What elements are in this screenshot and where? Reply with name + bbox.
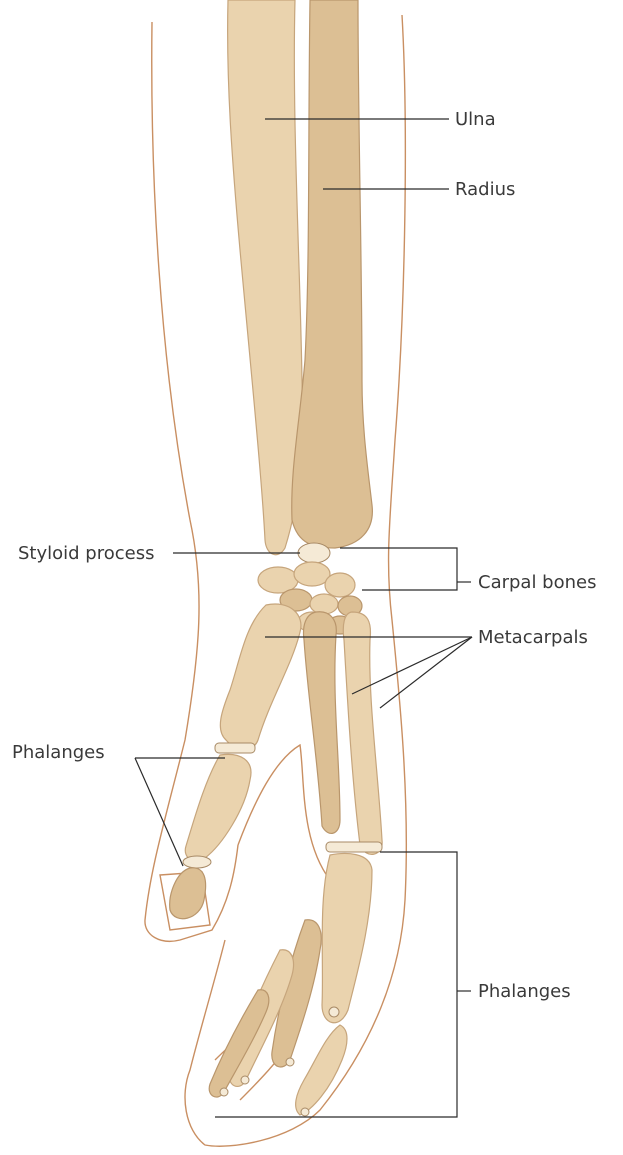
carpal-bones-label: Carpal bones [478,572,596,593]
thumb-phalanges [170,743,255,919]
carpal-bones-bracket [340,548,457,590]
finger-metacarpal-1 [304,612,341,834]
metacarpals-label: Metacarpals [478,627,588,648]
thumb-phalanges-label: Phalanges [12,742,105,763]
ulna-bone [228,0,303,555]
thumb-metacarpal [220,604,301,749]
metacarpals [220,604,382,854]
metacarpals-leader-3 [380,637,472,708]
finger-phalanges-label: Phalanges [478,981,571,1002]
styloid-process-tip [298,543,330,563]
radius-label: Radius [455,179,515,200]
ulna-label: Ulna [455,109,496,130]
finger-phalanges [209,842,382,1116]
finger-metacarpal-2 [343,612,382,854]
styloid-process-label: Styloid process [18,543,154,564]
radius-bone [292,0,373,548]
forearm-bones [228,0,373,563]
